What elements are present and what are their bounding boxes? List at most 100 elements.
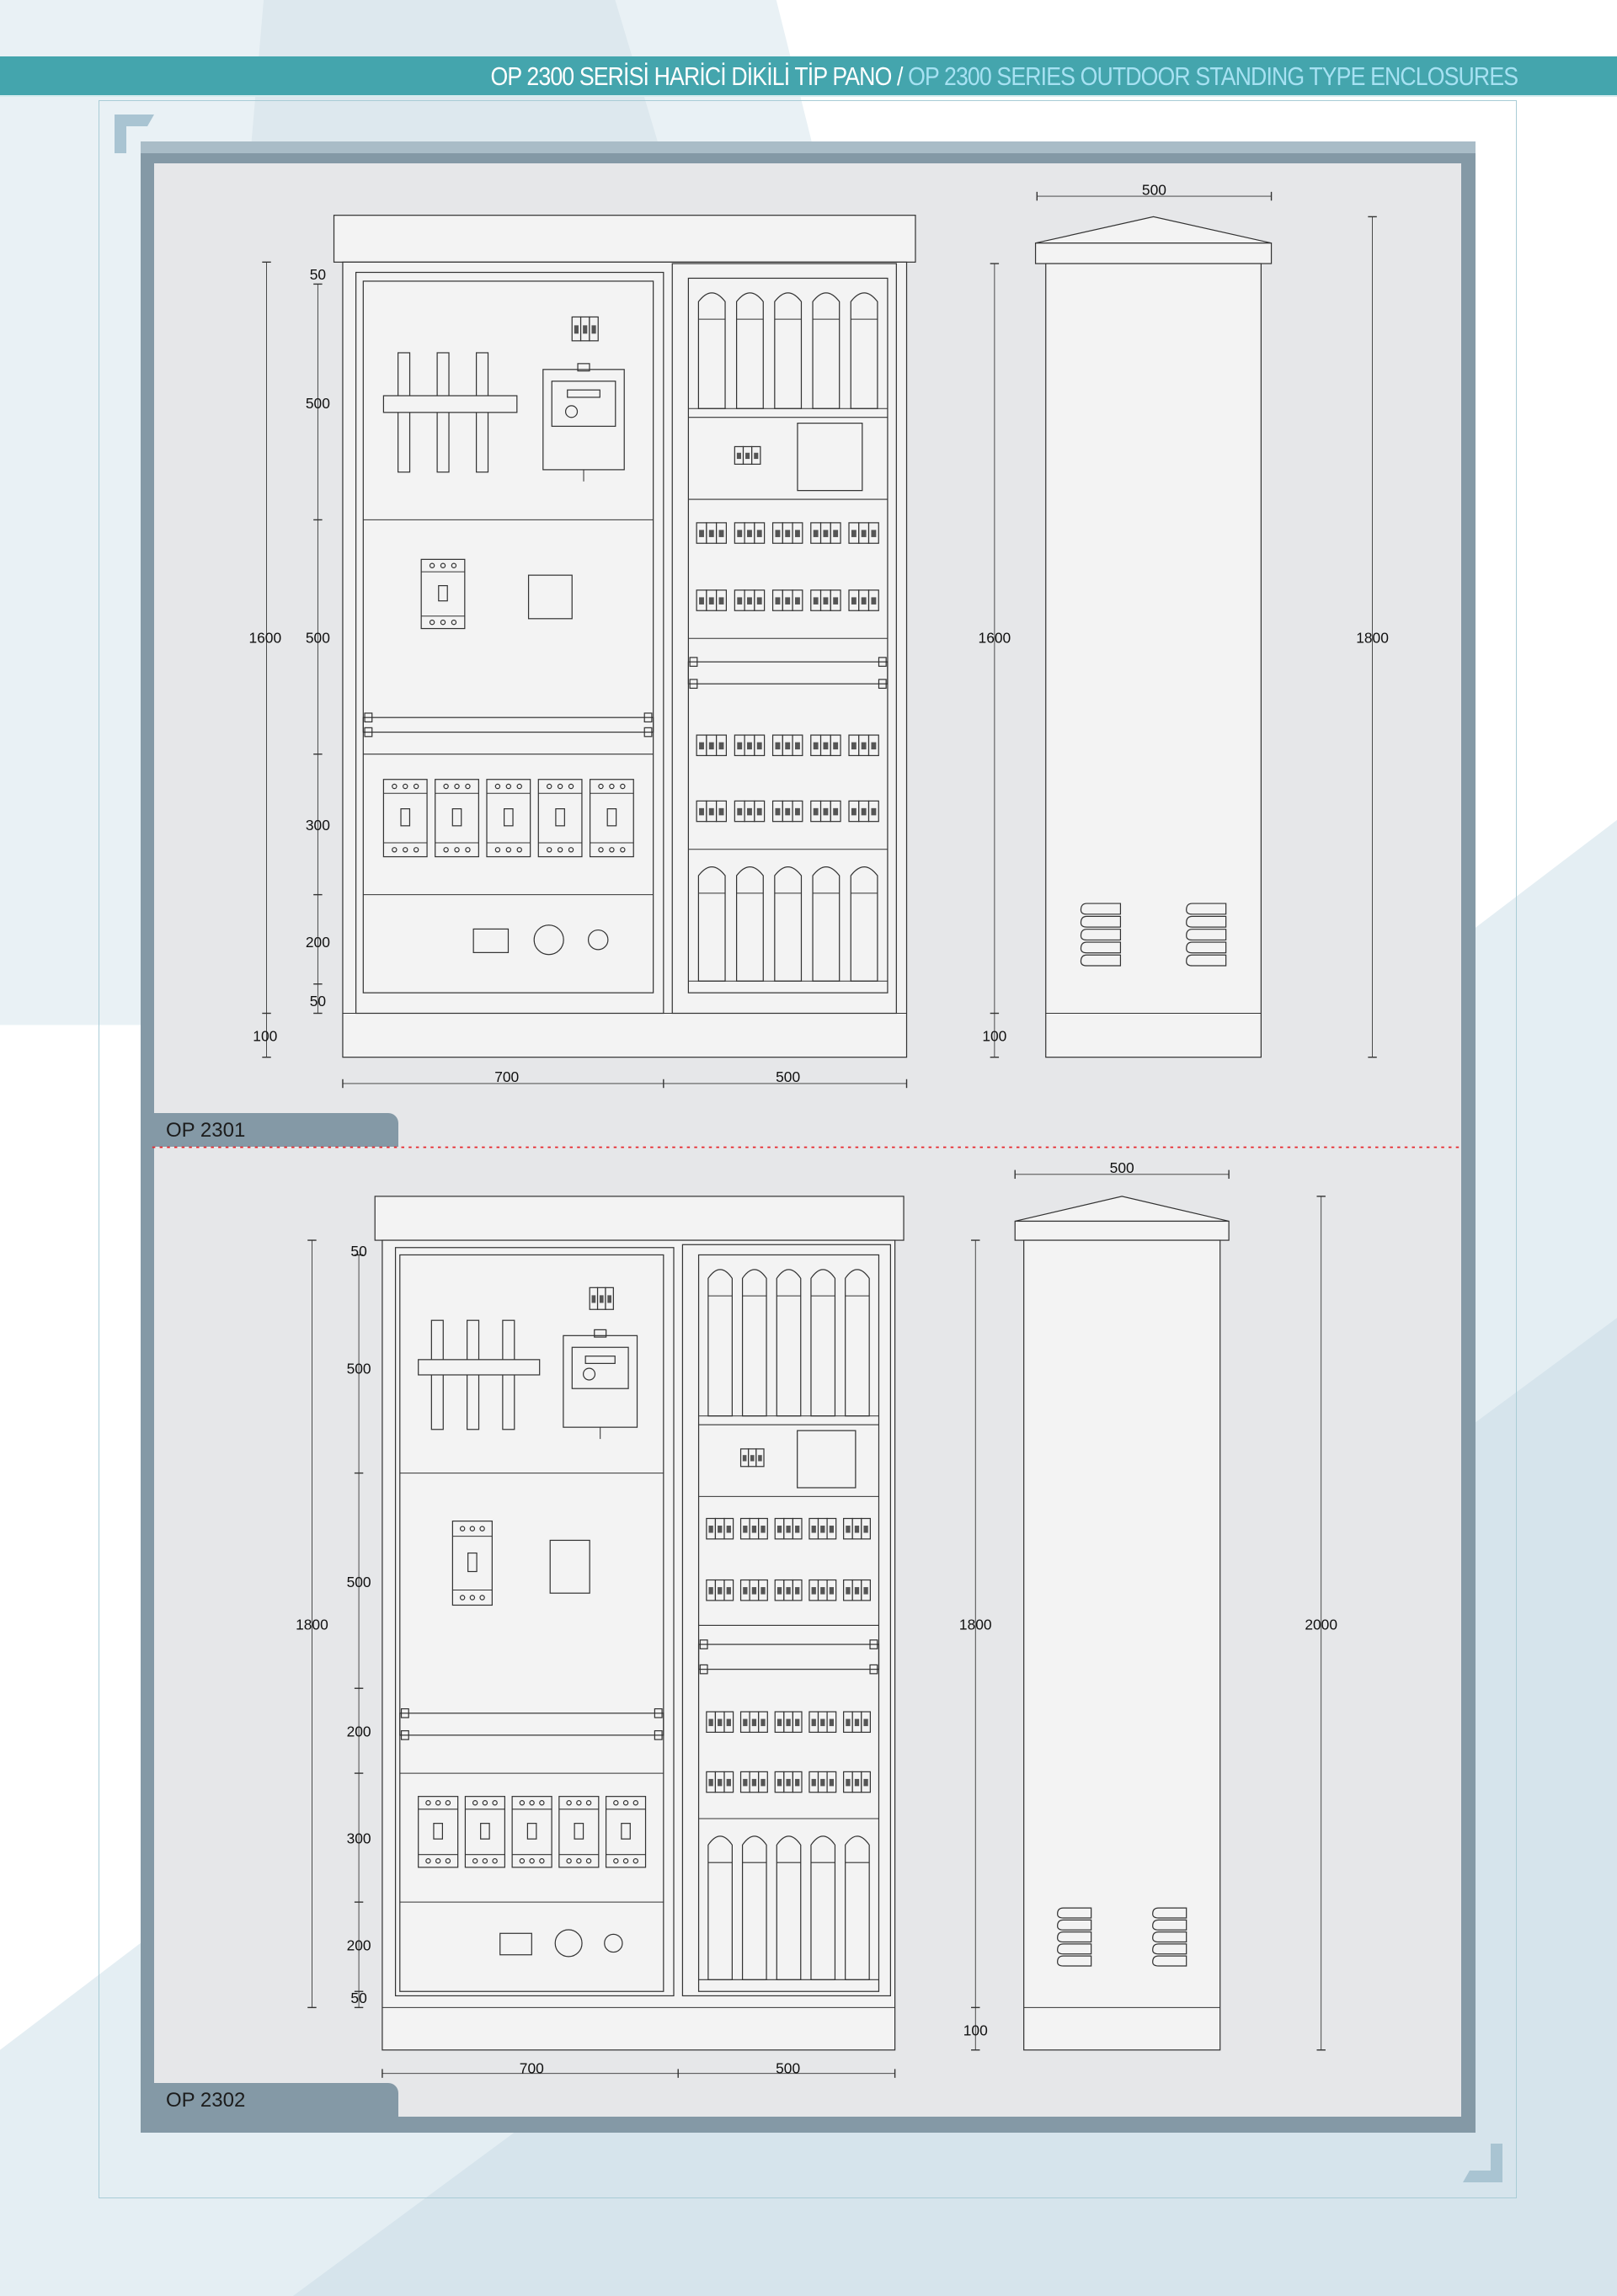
model-tab-op2302: OP 2302 [154, 2083, 398, 2117]
miniature-breaker [696, 734, 728, 757]
breaker-lever [795, 597, 800, 605]
terminal [632, 1800, 639, 1806]
terminal [472, 1800, 478, 1806]
breaker-lever [776, 1526, 782, 1533]
breaker-lever [846, 1526, 851, 1533]
breaker-lever [861, 530, 867, 537]
miniature-breaker [734, 734, 766, 757]
breaker-lever [820, 1587, 825, 1595]
meter-display [567, 389, 600, 398]
dim-section: 300 [306, 817, 330, 834]
mccb-toggle [503, 808, 514, 827]
breaker-lever [820, 1778, 825, 1787]
dim-left-width: 700 [494, 1068, 519, 1085]
ventilation-louvre [1080, 903, 1122, 967]
breaker-lever [718, 742, 724, 750]
breaker-lever [708, 1526, 713, 1533]
louvre-slot [1080, 903, 1122, 915]
breaker-lever [747, 807, 752, 816]
terminal [539, 1800, 545, 1806]
miniature-breaker [774, 1711, 803, 1734]
moulded-case-breaker [511, 1796, 552, 1868]
breaker-lever [718, 1778, 723, 1787]
louvre-slot [1080, 954, 1122, 967]
miniature-breaker [810, 800, 841, 823]
breaker-lever [775, 597, 781, 605]
side-body [1045, 263, 1262, 1058]
fuse-holder [707, 1269, 733, 1417]
moulded-case-breaker [486, 779, 531, 858]
louvre-slot [1080, 915, 1122, 928]
terminal [557, 847, 563, 853]
left-door-inner [399, 1254, 664, 1992]
miniature-breaker [843, 1579, 871, 1601]
breaker-lever [737, 807, 743, 816]
breaker-lever [775, 742, 781, 750]
title-separator: / [896, 61, 903, 91]
terminal [622, 1800, 629, 1806]
fuse-holder [707, 1835, 733, 1980]
meter-display-frame [551, 381, 616, 427]
mccb-toggle [451, 808, 462, 827]
terminal [392, 783, 398, 790]
breaker-lever [726, 1718, 731, 1727]
breaker-lever [786, 1718, 791, 1727]
terminal [413, 783, 419, 790]
louvre-slot [1057, 1907, 1092, 1919]
din-rail [399, 1713, 664, 1736]
terminal [440, 562, 446, 568]
breaker-lever [823, 597, 829, 605]
breaker-lever [863, 1718, 868, 1727]
breaker-lever [736, 452, 741, 460]
louvre-slot [1152, 1955, 1187, 1967]
breaker-lever [737, 597, 743, 605]
fuse-holder [774, 866, 803, 982]
terminal [620, 847, 626, 853]
miniature-breaker [696, 800, 728, 823]
dim-section: 500 [347, 1360, 371, 1377]
miniature-breaker [739, 1771, 768, 1793]
breaker-lever [795, 530, 800, 537]
fuse-holder [776, 1835, 802, 1980]
miniature-breaker [571, 316, 599, 342]
louvre-slot [1152, 1931, 1187, 1943]
terminal [529, 1858, 535, 1864]
breaker-lever [726, 1587, 731, 1595]
mccb-body [382, 779, 428, 858]
op2301-drawing [262, 191, 1377, 1089]
terminal [529, 1800, 535, 1806]
meter-body [563, 1334, 638, 1428]
dim-left-width: 700 [520, 2060, 544, 2077]
terminal [451, 619, 457, 626]
breaker-lever [718, 530, 724, 537]
cabinet-roof [333, 215, 916, 263]
mccb-toggle [467, 1552, 478, 1573]
miniature-breaker [774, 1579, 803, 1601]
moulded-case-breaker [435, 779, 479, 858]
rail-clip [699, 1664, 708, 1675]
mccb-toggle [621, 1823, 631, 1840]
miniature-breaker [808, 1711, 837, 1734]
breaker-lever [760, 1778, 766, 1787]
dim-section: 50 [310, 993, 326, 1009]
breaker-lever [750, 1455, 755, 1462]
breaker-lever [813, 807, 819, 816]
terminal [465, 783, 471, 790]
fuse-holder [812, 866, 841, 982]
terminal [576, 1800, 582, 1806]
terminal [505, 847, 512, 853]
control-box [549, 1539, 590, 1594]
breaker-lever [737, 742, 743, 750]
miniature-breaker [739, 1711, 768, 1734]
right-door [681, 1244, 891, 1997]
louvre-slot [1057, 1955, 1092, 1967]
breaker-lever [846, 1587, 851, 1595]
mccb-body [420, 558, 466, 630]
terminal [451, 562, 457, 568]
miniature-breaker [843, 1517, 871, 1540]
breaker-lever [854, 1778, 860, 1787]
mccb-body [558, 1796, 600, 1868]
terminal [613, 1858, 619, 1864]
terminal [403, 847, 408, 853]
miniature-breaker [808, 1517, 837, 1540]
